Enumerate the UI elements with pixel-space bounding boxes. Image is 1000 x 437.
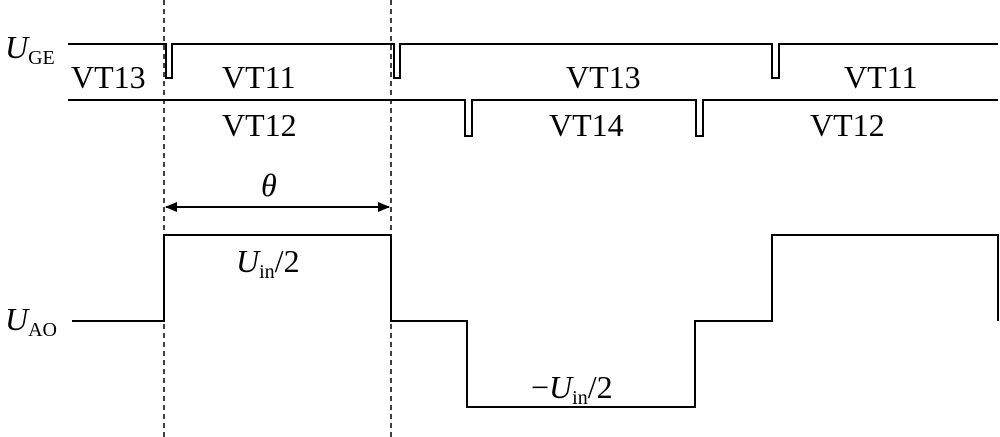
gate-signal-row1 — [68, 43, 998, 79]
gate-label-vt11-second: VT11 — [844, 59, 917, 95]
gate-signal-label: UGE — [5, 29, 55, 69]
gate-label-vt13-second: VT13 — [566, 59, 641, 95]
output-voltage-waveform — [72, 234, 999, 408]
gate-signal-row2 — [68, 99, 998, 137]
gate-label-vt14: VT14 — [549, 107, 624, 143]
gate-label-vt12-second: VT12 — [810, 107, 885, 143]
gate-label-vt11-first: VT11 — [222, 59, 295, 95]
gate-label-vt12-first: VT12 — [222, 107, 297, 143]
theta-label: θ — [261, 167, 277, 203]
positive-level-label: Uin/2 — [236, 243, 300, 283]
negative-level-label: −Uin/2 — [531, 369, 613, 409]
output-signal-label: UAO — [5, 301, 57, 341]
gate-label-vt13-first: VT13 — [71, 59, 146, 95]
